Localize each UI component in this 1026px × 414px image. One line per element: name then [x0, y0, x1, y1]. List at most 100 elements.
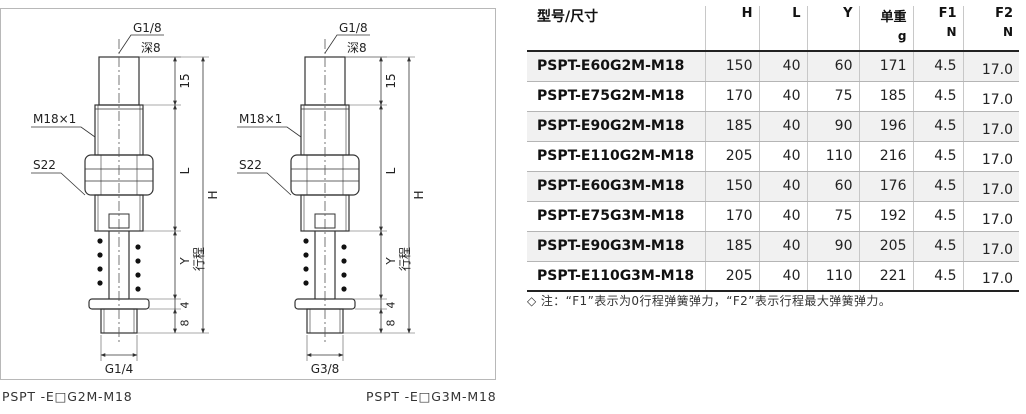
value-cell: 40: [759, 51, 808, 82]
caption-right: PSPT -E□G3M-M18: [366, 389, 497, 404]
value-cell: 205: [705, 141, 760, 172]
value-cell: 40: [759, 231, 808, 262]
dim-h-label: H: [206, 190, 220, 199]
stroke-label: 行程: [191, 247, 206, 271]
value-cell: 4.5: [913, 261, 964, 292]
dim-4-label: 4: [385, 302, 398, 309]
outer-thread-label: M18×1: [239, 112, 282, 126]
dim-8-label: 8: [179, 320, 192, 327]
value-cell: 110: [807, 261, 860, 292]
value-cell: 185: [859, 81, 914, 112]
dim-15-label: 15: [384, 73, 398, 88]
technical-drawing: G1/8 深8 15 L Y 行程 4 8 H G1/4 M18×1 S22: [31, 21, 426, 376]
value-cell: 171: [859, 51, 914, 82]
dim-4-label: 4: [179, 302, 192, 309]
value-cell: 4.5: [913, 231, 964, 262]
value-cell: 75: [807, 81, 860, 112]
stroke-label: 行程: [397, 247, 412, 271]
value-cell: 4.5: [913, 141, 964, 172]
value-cell: 17.0: [963, 141, 1019, 172]
model-cell: PSPT-E60G2M-M18: [527, 51, 706, 82]
value-cell: 216: [859, 141, 914, 172]
footnote: ◇ 注：“F1”表示为0行程弹簧弹力，“F2”表示行程最大弹簧弹力。: [527, 294, 892, 308]
value-cell: 40: [759, 201, 808, 232]
top-thread-label: G1/8: [133, 21, 162, 35]
value-cell: 90: [807, 231, 860, 262]
fitting-right: G1/8 深8 15 L Y 行程 4 8 H G3/8 M18×1 S22: [237, 21, 426, 376]
technical-drawing-panel: G1/8 深8 15 L Y 行程 4 8 H G1/4 M18×1 S22: [0, 8, 496, 380]
dim-l-label: L: [384, 167, 398, 174]
value-cell: 40: [759, 141, 808, 172]
nut-label: S22: [239, 158, 262, 172]
value-cell: 60: [807, 171, 860, 202]
dim-l-label: L: [178, 167, 192, 174]
value-cell: 60: [807, 51, 860, 82]
value-cell: 221: [859, 261, 914, 292]
depth-label: 深8: [141, 41, 161, 55]
value-cell: 150: [705, 171, 760, 202]
bottom-thread-label: G3/8: [311, 362, 340, 376]
value-cell: 192: [859, 201, 914, 232]
model-cell: PSPT-E110G2M-M18: [527, 141, 706, 172]
value-cell: 185: [705, 231, 760, 262]
value-cell: 90: [807, 111, 860, 142]
value-cell: 205: [705, 261, 760, 292]
header-h: H: [705, 6, 760, 51]
model-cell: PSPT-E75G2M-M18: [527, 81, 706, 112]
value-cell: 17.0: [963, 261, 1019, 292]
value-cell: 4.5: [913, 51, 964, 82]
model-cell: PSPT-E90G3M-M18: [527, 231, 706, 262]
value-cell: 205: [859, 231, 914, 262]
value-cell: 17.0: [963, 111, 1019, 142]
bottom-thread-label: G1/4: [105, 362, 134, 376]
value-cell: 17.0: [963, 171, 1019, 202]
value-cell: 196: [859, 111, 914, 142]
value-cell: 40: [759, 171, 808, 202]
dim-y-label: Y: [384, 257, 398, 266]
value-cell: 17.0: [963, 201, 1019, 232]
value-cell: 170: [705, 81, 760, 112]
value-cell: 17.0: [963, 231, 1019, 262]
value-cell: 185: [705, 111, 760, 142]
value-cell: 17.0: [963, 51, 1019, 82]
value-cell: 40: [759, 261, 808, 292]
model-cell: PSPT-E110G3M-M18: [527, 261, 706, 292]
model-cell: PSPT-E75G3M-M18: [527, 201, 706, 232]
depth-label: 深8: [347, 41, 367, 55]
dim-h-label: H: [412, 190, 426, 199]
value-cell: 17.0: [963, 81, 1019, 112]
value-cell: 4.5: [913, 81, 964, 112]
top-thread-label: G1/8: [339, 21, 368, 35]
value-cell: 176: [859, 171, 914, 202]
value-cell: 40: [759, 111, 808, 142]
value-cell: 170: [705, 201, 760, 232]
value-cell: 110: [807, 141, 860, 172]
header-model: 型号/尺寸: [527, 6, 706, 51]
dim-8-label: 8: [385, 320, 398, 327]
model-cell: PSPT-E60G3M-M18: [527, 171, 706, 202]
value-cell: 75: [807, 201, 860, 232]
dim-y-label: Y: [178, 257, 192, 266]
outer-thread-label: M18×1: [33, 112, 76, 126]
model-cell: PSPT-E90G2M-M18: [527, 111, 706, 142]
caption-left: PSPT -E□G2M-M18: [2, 389, 133, 404]
value-cell: 40: [759, 81, 808, 112]
value-cell: 150: [705, 51, 760, 82]
nut-label: S22: [33, 158, 56, 172]
value-cell: 4.5: [913, 201, 964, 232]
value-cell: 4.5: [913, 171, 964, 202]
value-cell: 4.5: [913, 111, 964, 142]
